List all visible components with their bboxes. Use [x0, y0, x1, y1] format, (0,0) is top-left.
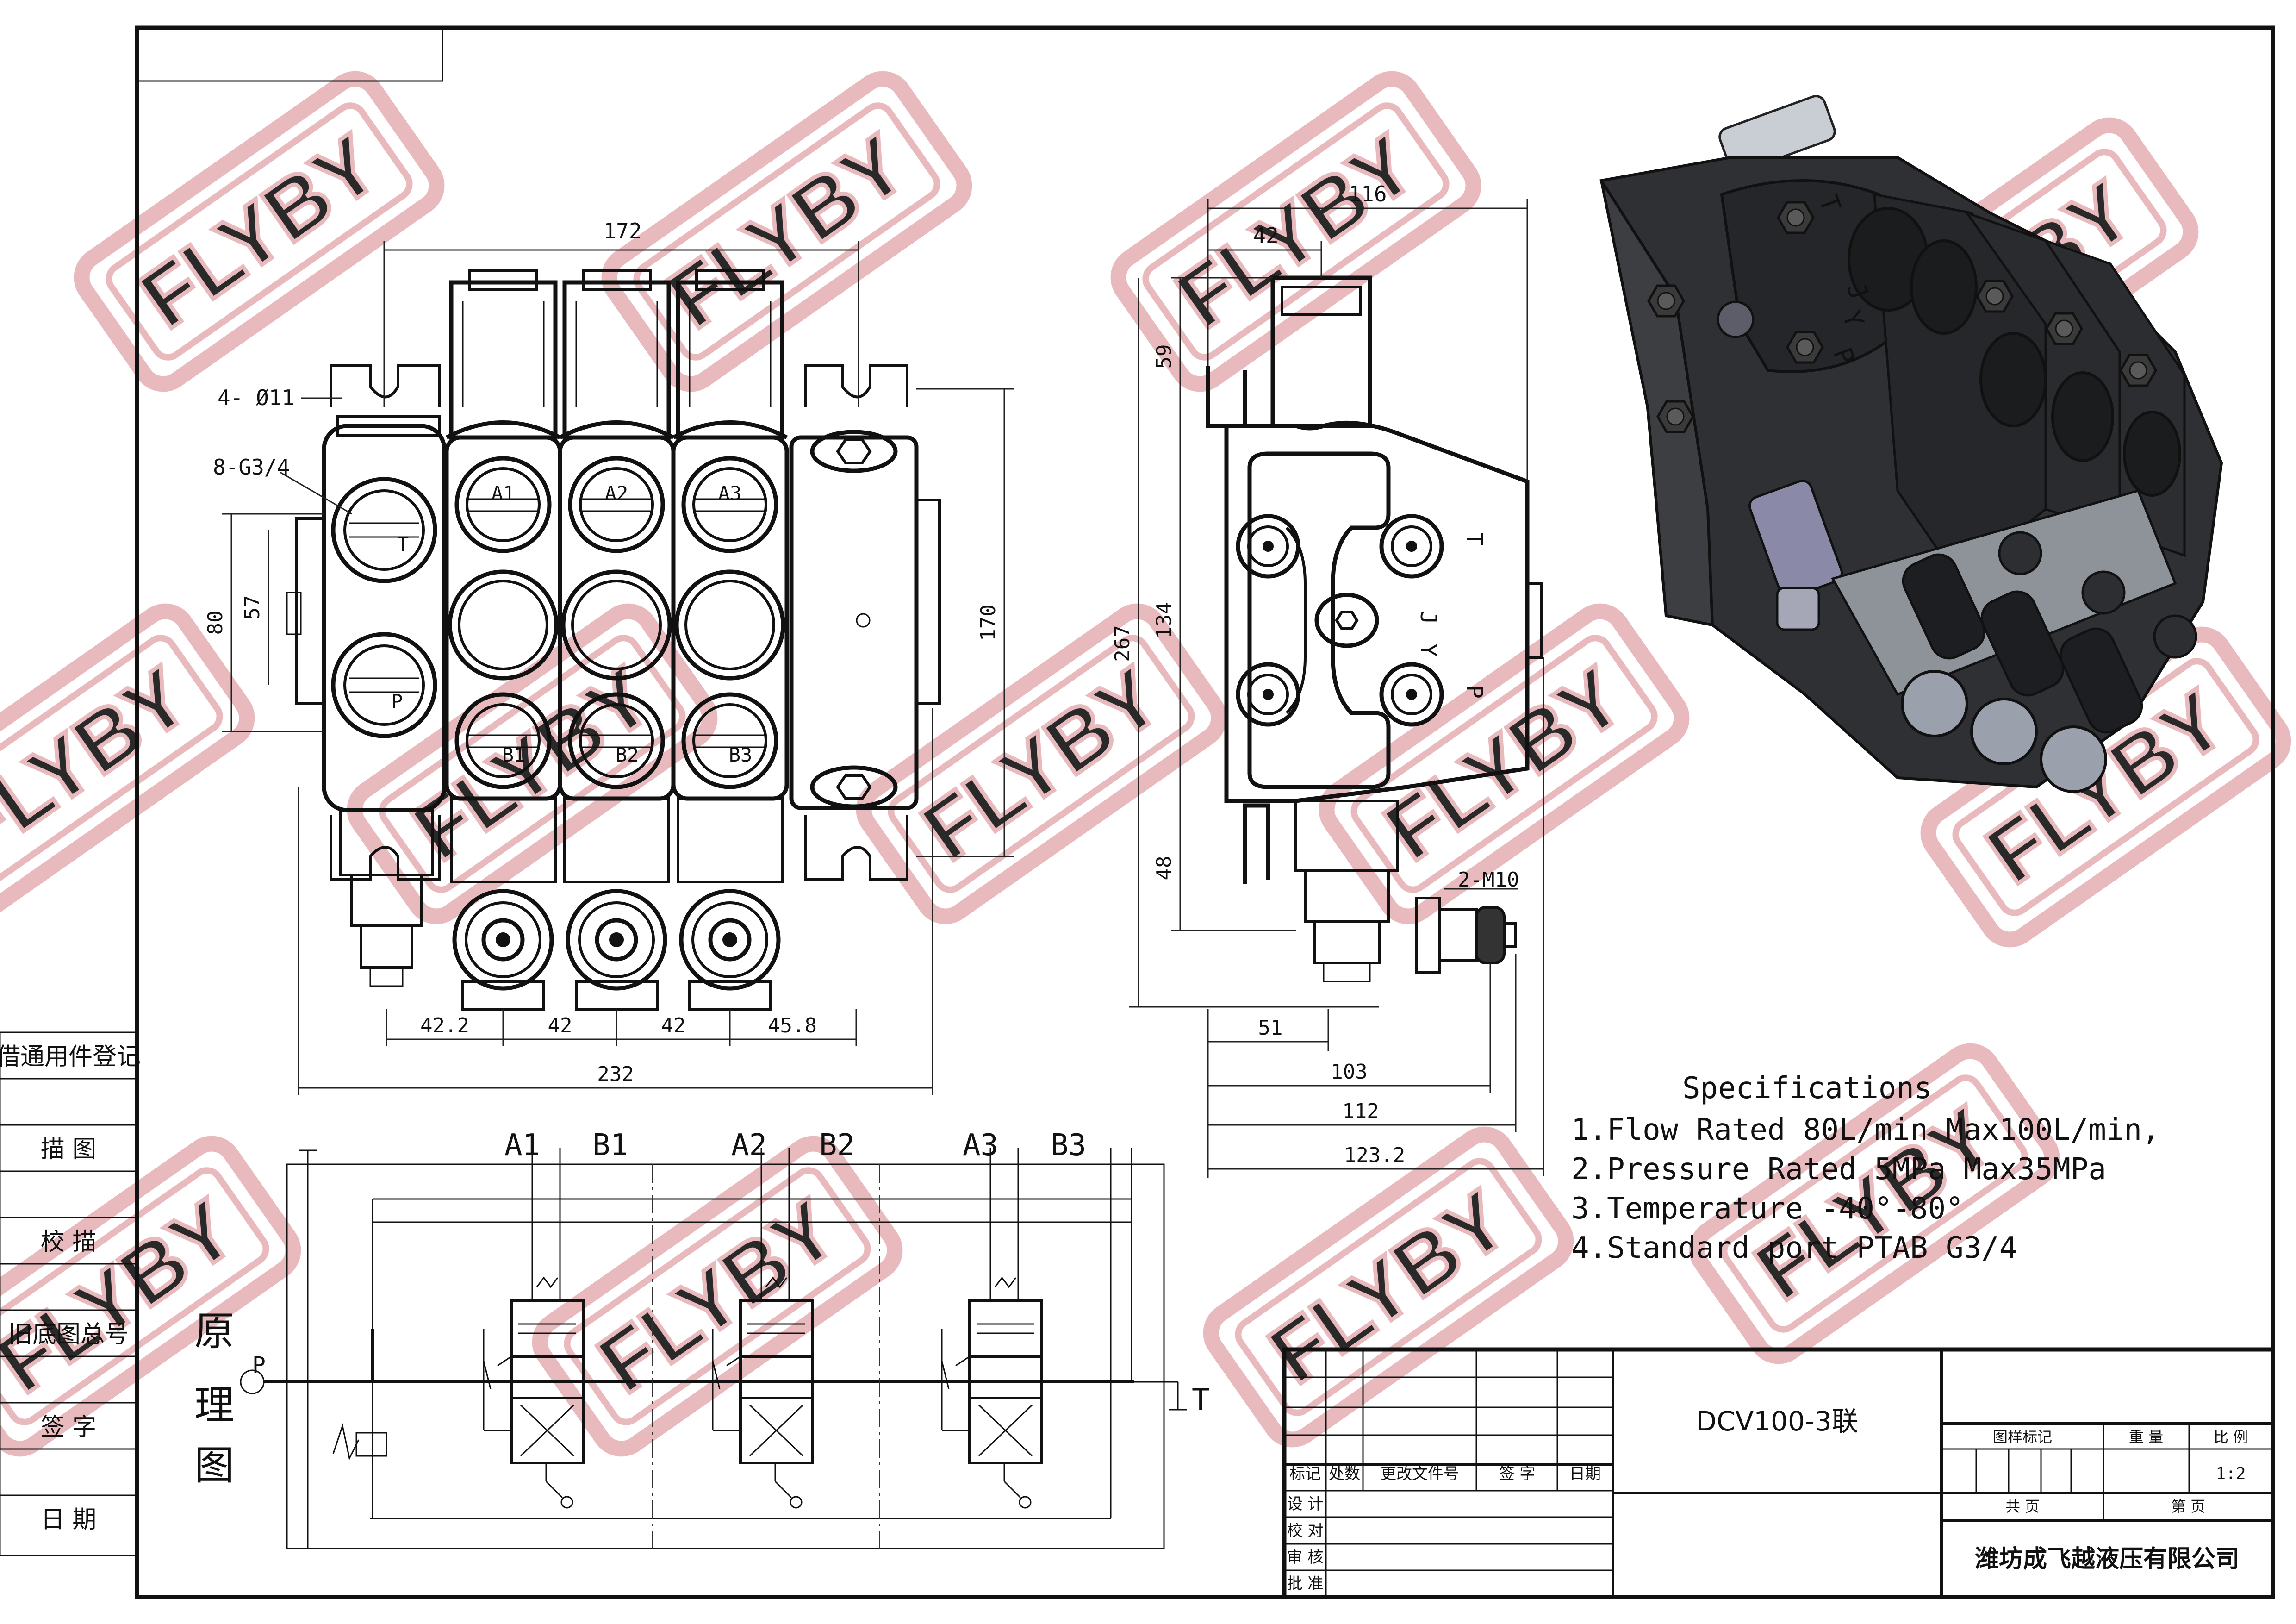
sheet-number: 第 页 — [2171, 1498, 2205, 1515]
port-label-A1: A1 — [492, 482, 515, 505]
left-label: 借通用件登记 — [0, 1043, 141, 1071]
approval-row: 审 核 — [1287, 1548, 1324, 1567]
port-label-B2: B2 — [616, 743, 639, 766]
title-block: 标记 处数 更改文件号 签 字 日期 设 计 校 对 审 核 批 准 DCV10… — [1282, 1347, 2275, 1599]
schematic-port-P: P — [252, 1352, 266, 1378]
dim-overall-bottom: 232 — [597, 1062, 634, 1086]
schematic-port-label: A2 — [731, 1128, 767, 1162]
info-header: 重 量 — [2129, 1428, 2163, 1446]
dim-top-offset: 42 — [1253, 223, 1278, 248]
sheet-total: 共 页 — [2005, 1498, 2040, 1515]
dim-height-mid: 134 — [1152, 602, 1176, 638]
schematic-title-char: 图 — [194, 1443, 234, 1489]
schematic-port-label: A1 — [504, 1128, 540, 1162]
dim-bottom-width: 123.2 — [1344, 1143, 1405, 1167]
dim-height-total: 267 — [1111, 625, 1134, 662]
left-label: 旧底图总号 — [8, 1321, 129, 1349]
revision-header: 签 字 — [1499, 1465, 1536, 1483]
left-label: 校 描 — [41, 1228, 97, 1256]
spec-item: 4.Standard port PTAB G3/4 — [1571, 1231, 2017, 1265]
side-mark-J: J — [1415, 611, 1441, 625]
company-name: 潍坊成飞越液压有限公司 — [1975, 1545, 2240, 1573]
dim-bottom-segment: 42.2 — [420, 1014, 469, 1037]
spec-item: 1.Flow Rated 80L/min Max100L/min, — [1571, 1113, 2160, 1147]
port-label-A3: A3 — [718, 482, 742, 505]
info-header: 比 例 — [2214, 1428, 2248, 1446]
spec-item: 2.Pressure Rated 5MPa Max35MPa — [1571, 1152, 2106, 1187]
port-P-label: P — [391, 690, 403, 713]
revision-header: 日期 — [1569, 1465, 1601, 1483]
iso-view: T J Y P — [1599, 95, 2223, 793]
sheet-frame — [135, 25, 2275, 1599]
dim-height-top: 59 — [1152, 344, 1176, 369]
left-label: 签 字 — [41, 1413, 97, 1441]
dim-bottom-segment: 42 — [661, 1014, 686, 1037]
dim-height-inner: 57 — [241, 595, 264, 620]
front-view: T P — [204, 219, 1014, 1095]
spec-item: 3.Temperature -40°-80° — [1571, 1192, 1964, 1226]
schematic-title-char: 理 — [194, 1382, 234, 1429]
port-label-B1: B1 — [502, 743, 526, 766]
schematic-port-label: B3 — [1051, 1128, 1086, 1162]
left-label-strip: 借通用件登记 描 图 校 描 旧底图总号 签 字 日 期 — [0, 1031, 141, 1556]
side-view: T J Y P 116 42 59 134 267 — [1111, 181, 1544, 1178]
port-callout: 8-G3/4 — [213, 455, 290, 480]
left-label: 日 期 — [41, 1506, 97, 1534]
side-mark-T: T — [1462, 532, 1487, 546]
dim-height-bottom: 48 — [1152, 856, 1176, 881]
revision-header: 更改文件号 — [1381, 1465, 1459, 1483]
info-header: 图样标记 — [1993, 1428, 2052, 1446]
schematic-port-label: B2 — [819, 1128, 855, 1162]
approval-row: 批 准 — [1287, 1574, 1324, 1593]
dim-bottom-segment: 42 — [548, 1014, 572, 1037]
side-view-dimensions: 116 42 59 134 267 48 2-M10 51 103 — [1111, 181, 1544, 1178]
side-mark-P: P — [1462, 685, 1487, 699]
watermark-text: FLYBY — [0, 650, 205, 879]
dim-right-height: 170 — [977, 604, 1000, 641]
specifications: Specifications 1.Flow Rated 80L/min Max1… — [1571, 1071, 2160, 1265]
approval-row: 校 对 — [1287, 1522, 1324, 1540]
approval-row: 设 计 — [1287, 1495, 1324, 1513]
hole-callout: 4- Ø11 — [218, 385, 294, 410]
dim-top-width: 116 — [1348, 181, 1387, 206]
dim-bottom-segment: 45.8 — [768, 1014, 817, 1037]
front-view-dimensions: 172 4- Ø11 8-G3/4 80 57 170 42.2 42 42 — [204, 219, 1014, 1095]
revision-header: 处数 — [1329, 1465, 1360, 1483]
dim-height-outer: 80 — [204, 611, 227, 635]
schematic-port-label: A3 — [963, 1128, 998, 1162]
hydraulic-schematic: 原 理 图 P T — [194, 1128, 1210, 1549]
port-T-label: T — [397, 533, 409, 556]
schematic-port-label: B1 — [592, 1128, 628, 1162]
dim-bottom-width: 112 — [1342, 1099, 1379, 1123]
port-label-B3: B3 — [729, 743, 753, 766]
revision-header: 标记 — [1289, 1465, 1321, 1483]
schematic-port-T: T — [1192, 1383, 1210, 1417]
port-label-A2: A2 — [605, 482, 628, 505]
dim-overall-top: 172 — [603, 219, 641, 244]
spec-heading: Specifications — [1682, 1071, 1932, 1106]
dim-bottom-width: 51 — [1258, 1016, 1283, 1040]
scale-value: 1:2 — [2215, 1464, 2246, 1483]
dim-bottom-width: 103 — [1331, 1060, 1367, 1084]
model-number: DCV100-3联 — [1696, 1405, 1858, 1437]
side-mark-Y: Y — [1415, 643, 1441, 657]
schematic-title-char: 原 — [194, 1308, 234, 1355]
left-label: 描 图 — [41, 1136, 97, 1163]
thread-callout: 2-M10 — [1458, 868, 1519, 892]
